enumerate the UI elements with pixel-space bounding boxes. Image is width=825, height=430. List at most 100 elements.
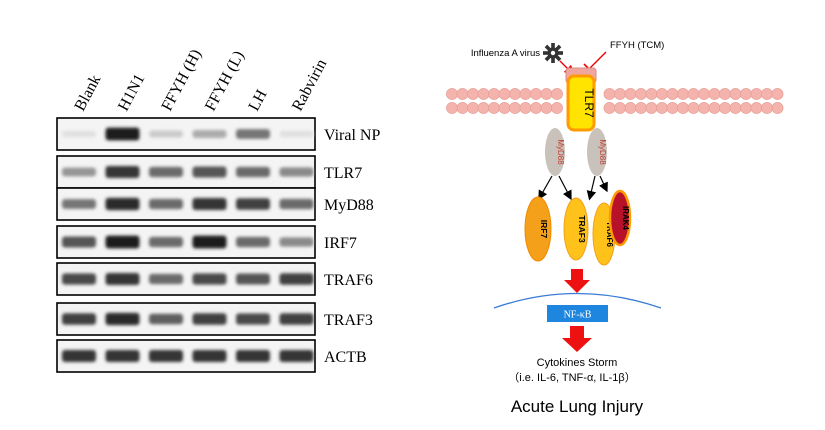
blot-band — [192, 129, 227, 139]
lipid-head — [677, 102, 689, 114]
cytokine-storm-title: Cytokines Storm — [537, 357, 618, 369]
lipid-head — [698, 88, 710, 100]
lipid-head — [687, 88, 700, 100]
traf6-label: TRAF6 — [605, 221, 614, 247]
traf3-protein: TRAF3 — [563, 197, 589, 261]
blot-band — [236, 166, 270, 178]
lipid-head — [645, 88, 658, 100]
lipid-head — [635, 102, 647, 114]
lipid-head — [750, 88, 763, 100]
lipid-head — [656, 102, 668, 114]
blot-band — [279, 313, 314, 325]
lipid-head — [540, 102, 553, 114]
blot-row: MyD88 — [56, 187, 374, 221]
blot-band — [279, 130, 314, 138]
blot-band — [62, 313, 96, 325]
blot-box — [56, 117, 316, 151]
irf7-label: IRF7 — [539, 220, 549, 239]
blot-band — [279, 167, 314, 177]
irf7-protein: IRF7 — [524, 196, 552, 262]
blot-band — [105, 197, 140, 211]
virus-label: Influenza A virus — [471, 48, 540, 59]
blot-row: TRAF3 — [56, 302, 373, 336]
lipid-head — [509, 102, 521, 114]
acute-lung-injury-label: Acute Lung Injury — [511, 397, 644, 416]
blot-band — [149, 130, 183, 138]
lipid-head — [488, 88, 500, 100]
protein-label: TLR7 — [324, 165, 362, 182]
nuclear-membrane — [493, 292, 662, 309]
blot-band — [62, 236, 96, 248]
inhibition-line — [588, 51, 607, 70]
lipid-head — [750, 102, 763, 114]
blot-band — [192, 350, 227, 362]
lipid-head — [614, 88, 626, 100]
inhibitor-label: FFYH (TCM) — [610, 40, 664, 51]
signal-arrows — [538, 175, 608, 201]
irak4-protein: IRAK4 — [608, 189, 632, 247]
blot-band — [149, 273, 183, 285]
lipid-head — [666, 102, 679, 114]
lipid-head — [446, 102, 458, 114]
blot-band — [105, 235, 140, 249]
blot-row: TRAF6 — [56, 262, 373, 296]
lipid-head — [446, 88, 458, 100]
cell-membrane — [446, 88, 784, 114]
blot-box — [56, 339, 316, 373]
blot-band — [149, 166, 183, 178]
protein-label: MyD88 — [324, 197, 374, 214]
protein-label: TRAF3 — [324, 312, 373, 329]
blot-band — [149, 236, 183, 248]
blot-band — [62, 130, 96, 138]
blot-band — [105, 350, 140, 362]
myd88-adaptor-left: MyD88 — [545, 128, 565, 176]
lane-label: H1N1 — [115, 71, 148, 114]
lipid-head — [740, 102, 752, 114]
pathway-diagram: Influenza A virus FFYH (TCM) TLR7 MyD88 … — [446, 40, 784, 416]
lipid-head — [530, 102, 542, 114]
lane-label: Blank — [72, 72, 105, 114]
lipid-head — [456, 88, 469, 100]
irak4-label: IRAK4 — [621, 206, 630, 231]
protein-label: TRAF6 — [324, 272, 373, 289]
protein-label: Viral NP — [324, 127, 380, 144]
blot-band — [192, 235, 227, 249]
lipid-head — [771, 88, 784, 100]
lipid-head — [488, 102, 500, 114]
blot-band — [279, 237, 314, 247]
blot-band — [279, 198, 314, 210]
myd88-adaptor-right: MyD88 — [587, 128, 607, 176]
blot-band — [192, 273, 227, 285]
lipid-head — [719, 88, 731, 100]
lipid-head — [729, 88, 742, 100]
lipid-head — [687, 102, 700, 114]
blot-row: IRF7 — [56, 225, 357, 259]
traf3-label: TRAF3 — [577, 215, 587, 243]
blot-band — [105, 166, 140, 178]
activation-arrow-2 — [562, 326, 592, 352]
blot-band — [279, 350, 314, 362]
lane-label: FFYH (L) — [202, 48, 248, 114]
lane-label: Rabvirin — [289, 56, 330, 113]
lipid-head — [477, 102, 490, 114]
lipid-head — [740, 88, 752, 100]
blot-band — [192, 198, 227, 210]
lipid-head — [719, 102, 731, 114]
lipid-head — [603, 88, 616, 100]
lipid-head — [624, 102, 637, 114]
lipid-head — [761, 88, 773, 100]
lipid-head — [498, 102, 511, 114]
lipid-head — [645, 102, 658, 114]
lipid-head — [771, 102, 784, 114]
blot-box — [56, 155, 316, 189]
blot-band — [149, 313, 183, 325]
blot-box — [56, 262, 316, 296]
lipid-head — [467, 102, 479, 114]
myd88-right-label: MyD88 — [598, 139, 607, 165]
lipid-head — [708, 88, 721, 100]
lipid-head — [519, 102, 532, 114]
nfkb-box: NF-κB — [547, 305, 608, 322]
